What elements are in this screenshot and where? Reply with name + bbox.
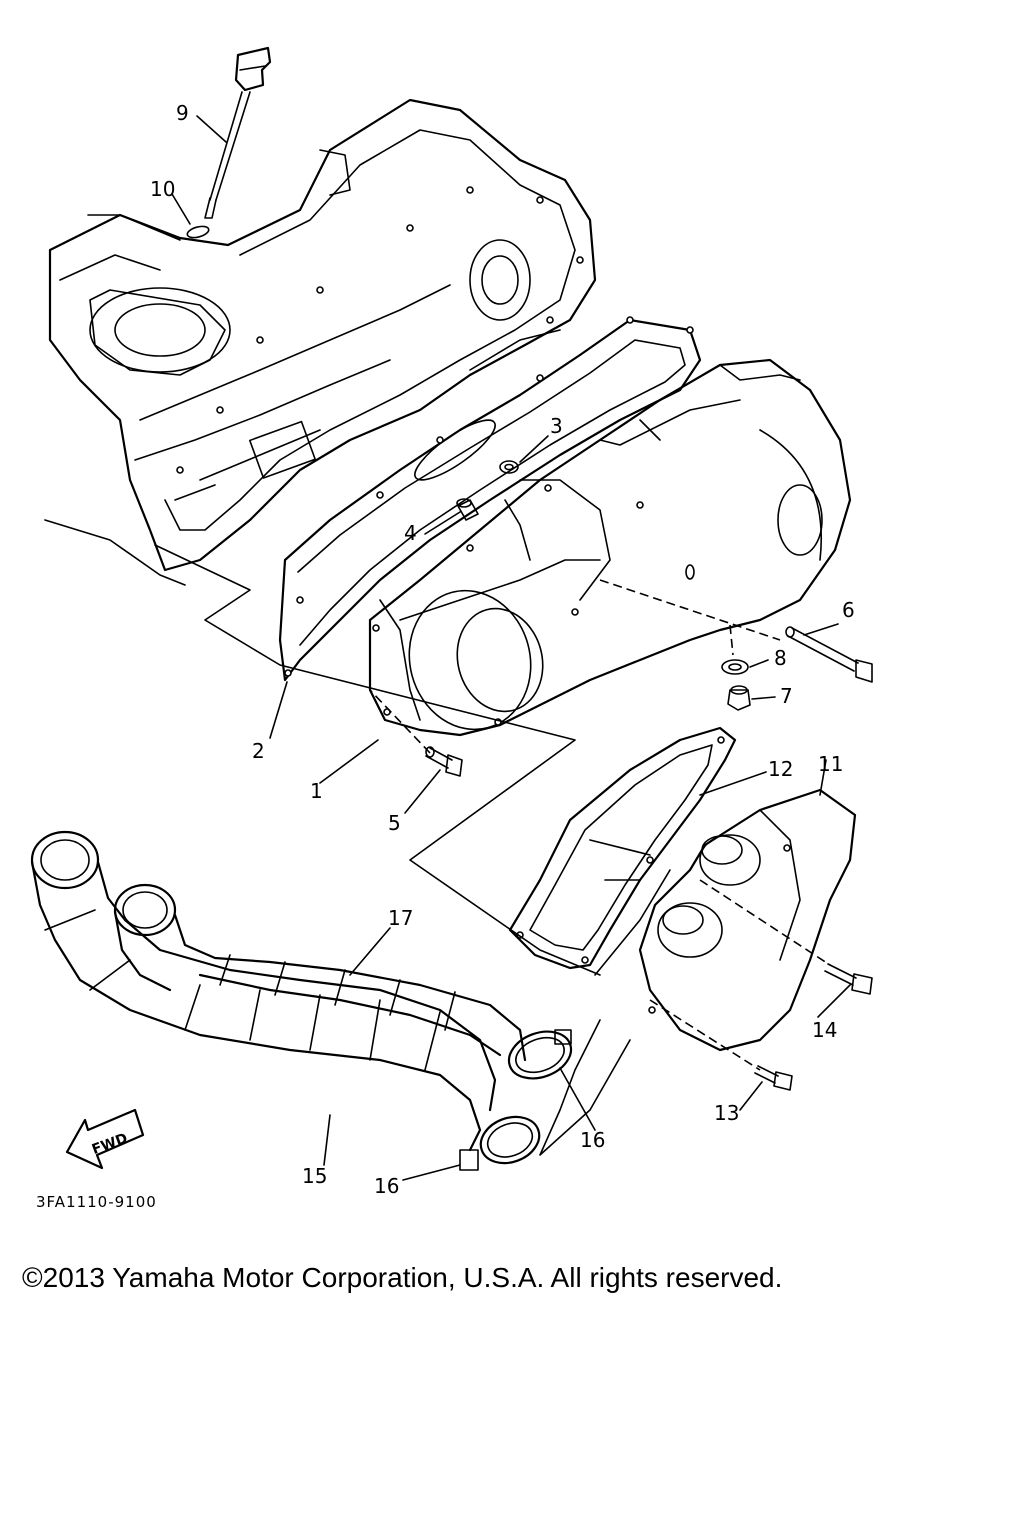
fwd-label: FWD xyxy=(90,1131,130,1159)
forward-direction-arrow: FWD xyxy=(65,1108,145,1170)
part-label-16-lower: 16 xyxy=(374,1174,399,1198)
hose-clamp-upper xyxy=(507,1029,573,1080)
leader-lines xyxy=(171,115,851,1181)
part-label-14: 14 xyxy=(812,1018,837,1042)
copyright-notice: ©2013 Yamaha Motor Corporation, U.S.A. A… xyxy=(22,1262,783,1293)
dowel-pin-4 xyxy=(456,498,479,521)
part-label-3: 3 xyxy=(550,414,563,438)
air-duct-cover xyxy=(638,788,857,1052)
part-label-5: 5 xyxy=(388,811,401,835)
part-label-16-upper: 16 xyxy=(580,1128,605,1152)
crankcase-outline xyxy=(44,98,597,586)
crankcase-cover xyxy=(368,358,852,737)
part-label-11: 11 xyxy=(818,752,843,776)
bolt-14 xyxy=(824,963,873,995)
intake-duct-17 xyxy=(113,883,527,1062)
exploded-parts-diagram: FWD 9 10 3 4 6 8 7 2 1 5 12 11 17 14 13 … xyxy=(30,46,873,1211)
drawing-code: 3FA1110-9100 xyxy=(36,1193,157,1211)
part-label-15: 15 xyxy=(302,1164,327,1188)
part-number-labels: 9 10 3 4 6 8 7 2 1 5 12 11 17 14 13 16 1… xyxy=(150,101,855,1198)
dipstick xyxy=(204,46,272,219)
part-label-13: 13 xyxy=(714,1101,739,1125)
assembly-boundary-lines xyxy=(87,214,831,1156)
part-label-9: 9 xyxy=(176,101,189,125)
bolt-13 xyxy=(754,1065,793,1091)
o-ring xyxy=(186,225,210,239)
crankcase-cover-gasket xyxy=(278,316,702,682)
drain-bolt-7 xyxy=(727,685,751,711)
part-label-12: 12 xyxy=(768,757,793,781)
part-label-1: 1 xyxy=(310,779,323,803)
long-bolt-6 xyxy=(785,626,873,683)
part-label-4: 4 xyxy=(404,521,417,545)
part-label-8: 8 xyxy=(774,646,787,670)
part-label-17: 17 xyxy=(388,906,413,930)
part-label-6: 6 xyxy=(842,598,855,622)
part-label-7: 7 xyxy=(780,684,793,708)
duct-gasket xyxy=(508,726,737,970)
hose-clamp-lower xyxy=(459,1115,541,1171)
part-label-10: 10 xyxy=(150,177,175,201)
part-label-2: 2 xyxy=(252,739,265,763)
intake-duct-15 xyxy=(30,830,497,1152)
bolt-5 xyxy=(425,746,463,777)
gasket-washer-8 xyxy=(721,659,749,675)
washer-3 xyxy=(499,460,519,474)
